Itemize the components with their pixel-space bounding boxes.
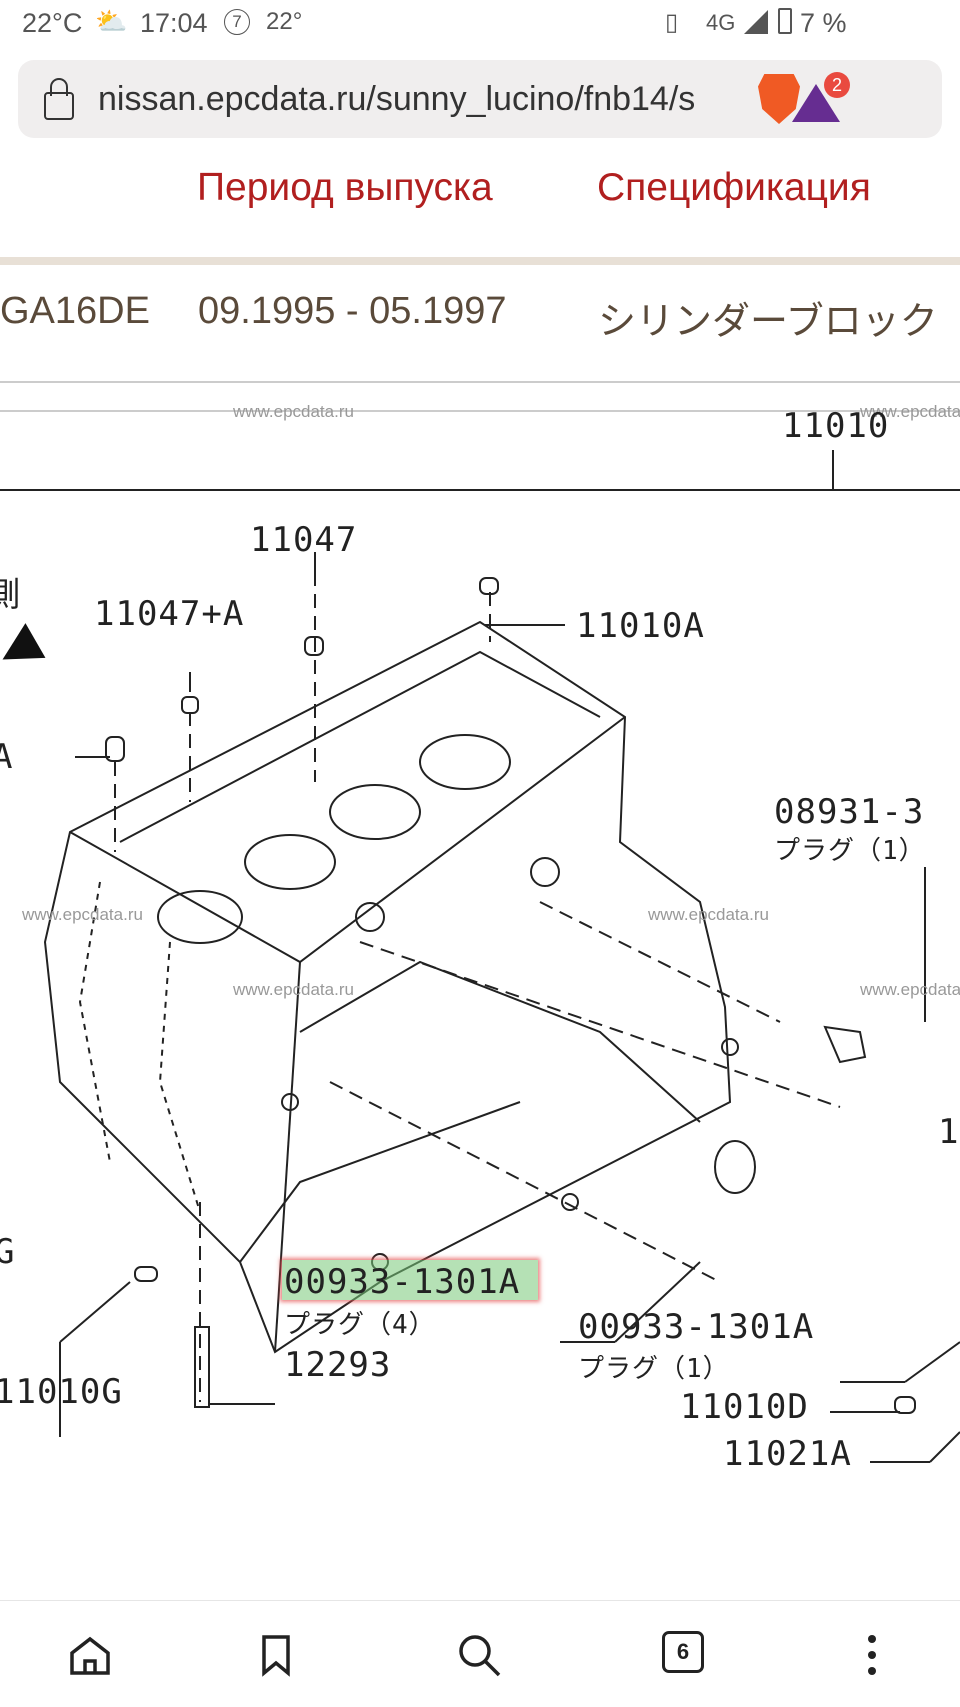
lock-icon [44, 92, 74, 120]
watermark: www.epcdata.ru [860, 980, 960, 999]
production-period: 09.1995 - 05.1997 [198, 290, 507, 332]
part-desc-plug4: プラグ（4） [284, 1310, 436, 1340]
separator [0, 381, 960, 383]
part-label-g[interactable]: G [0, 1232, 16, 1272]
part-label-11047[interactable]: 11047 [250, 520, 358, 560]
divider [0, 257, 960, 265]
part-label-1[interactable]: 1 [938, 1112, 960, 1152]
battery-level: 7 % [800, 8, 847, 38]
watermark: www.epcdata.ru [22, 905, 143, 924]
part-label-11010[interactable]: 11010 [782, 406, 890, 446]
more-menu-icon[interactable] [848, 1631, 896, 1679]
part-label-a[interactable]: A [0, 737, 14, 777]
link-release-period[interactable]: Период выпуска [197, 166, 493, 209]
highlighted-part-marker [282, 1260, 538, 1300]
tabs-button[interactable]: 6 [662, 1631, 704, 1673]
vibrate-icon: ▯ [665, 9, 679, 36]
status-bar: 22°C ⛅ 17:04 7 22° ▯ 4G 7 % [0, 0, 960, 50]
group-name: シリンダーブロック [598, 301, 938, 343]
lock-shackle-icon [50, 78, 68, 96]
engine-block-drawing [0, 450, 960, 1463]
part-label-08931[interactable]: 08931-3 [774, 792, 925, 832]
search-icon[interactable] [455, 1631, 503, 1679]
watermark: www.epcdata.ru [233, 402, 354, 421]
weather-icon: ⛅ [95, 6, 128, 36]
part-label-11010g[interactable]: 11010G [0, 1372, 123, 1412]
network-type: 4G [706, 10, 736, 35]
link-specification[interactable]: Спецификация [597, 166, 871, 209]
bottom-toolbar: 6 [0, 1600, 960, 1707]
battery-icon [778, 8, 792, 34]
part-desc-plug: プラグ（1） [774, 836, 926, 866]
part-desc-plug1: プラグ（1） [578, 1354, 730, 1384]
url-text[interactable]: nissan.epcdata.ru/sunny_lucino/fnb14/s [98, 80, 696, 118]
part-label-12293[interactable]: 12293 [284, 1345, 392, 1385]
rewards-badge: 2 [824, 72, 850, 98]
weather-temp: 22°C [22, 8, 83, 38]
part-label-00933-highlighted[interactable]: 00933-1301A [284, 1262, 521, 1302]
part-label-11021a[interactable]: 11021A [723, 1434, 852, 1472]
engine-code: GA16DE [0, 290, 150, 332]
signal-icon [744, 10, 768, 34]
notification-badge: 7 [224, 9, 250, 35]
part-label-00933[interactable]: 00933-1301A [578, 1307, 815, 1347]
watermark: www.epcdata.ru [648, 905, 769, 924]
watermark: www.epcdata.ru [233, 980, 354, 999]
clock: 17:04 [140, 8, 208, 38]
home-icon[interactable] [66, 1631, 114, 1679]
notification-temp: 22° [266, 8, 303, 35]
part-label-11010a[interactable]: 11010A [576, 606, 705, 646]
parts-diagram[interactable]: www.epcdata.ru www.epcdata.ru www.epcdat… [0, 382, 960, 1472]
part-label-11010d[interactable]: 11010D [680, 1387, 809, 1427]
address-bar[interactable]: nissan.epcdata.ru/sunny_lucino/fnb14/s 2 [18, 60, 942, 138]
label-side: 側 [0, 575, 21, 615]
part-label-11047a[interactable]: 11047+A [94, 594, 245, 634]
bookmark-icon[interactable] [252, 1631, 300, 1679]
watermark: www.epcdata.ru [860, 402, 960, 421]
separator [0, 410, 960, 412]
